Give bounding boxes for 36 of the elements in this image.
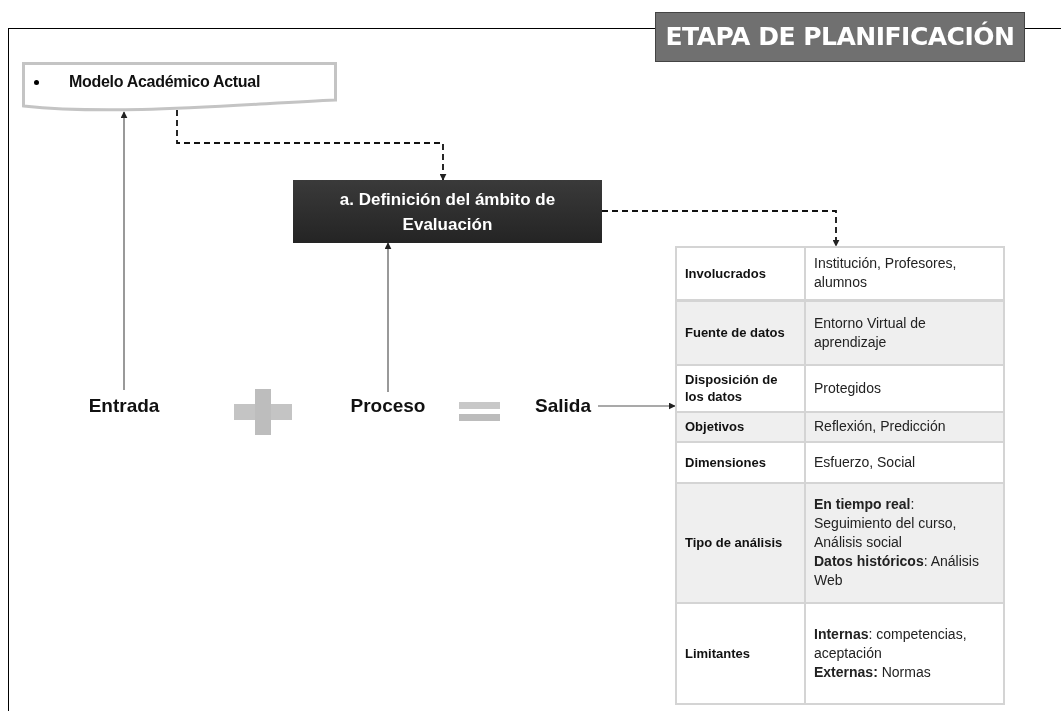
dashed-arrow	[176, 109, 447, 181]
table-row	[677, 443, 1003, 484]
row-value: Internas: competencias, aceptación	[814, 624, 968, 663]
row-value: Esfuerzo, Social	[814, 453, 917, 473]
document-box	[22, 62, 337, 110]
table-row	[677, 412, 1003, 444]
row-header: Involucrados	[677, 248, 806, 299]
row-value: Reflexión, Predicción	[814, 417, 947, 437]
row-value: Datos históricos: Análisis Web	[814, 552, 980, 591]
arrow	[120, 111, 128, 391]
info-table	[675, 246, 1005, 705]
table-row	[677, 301, 1003, 366]
process-box	[293, 180, 602, 243]
box-text: Modelo Académico Actual	[69, 72, 261, 92]
row-value: Institución, Profesores, alumnos	[814, 254, 958, 293]
row-header: Disposición de los datos	[677, 366, 806, 411]
row-header: Dimensiones	[677, 443, 806, 482]
stage-label: Salida	[528, 392, 598, 420]
arrow	[597, 402, 676, 410]
stage-label: Entrada	[78, 392, 170, 420]
table-row	[677, 366, 1003, 413]
title-banner: ETAPA DE PLANIFICACIÓN	[655, 12, 1025, 62]
dashed-arrow	[601, 210, 840, 247]
row-header: Tipo de análisis	[677, 483, 806, 602]
arrow	[384, 242, 392, 393]
row-value: Protegidos	[814, 378, 882, 398]
table-row	[677, 248, 1003, 302]
row-header: Limitantes	[677, 603, 806, 703]
row-header: Fuente de datos	[677, 301, 806, 364]
row-value: Entorno Virtual de aprendizaje	[814, 313, 927, 352]
table-row	[677, 483, 1003, 604]
box-text: a. Definición del ámbito de Evaluación	[338, 188, 557, 236]
row-value: Externas: Normas	[814, 662, 932, 682]
row-header: Objetivos	[677, 412, 806, 442]
stage-label: Proceso	[340, 392, 436, 420]
row-value: En tiempo real: Seguimiento del curso, Análisis social	[814, 495, 958, 553]
